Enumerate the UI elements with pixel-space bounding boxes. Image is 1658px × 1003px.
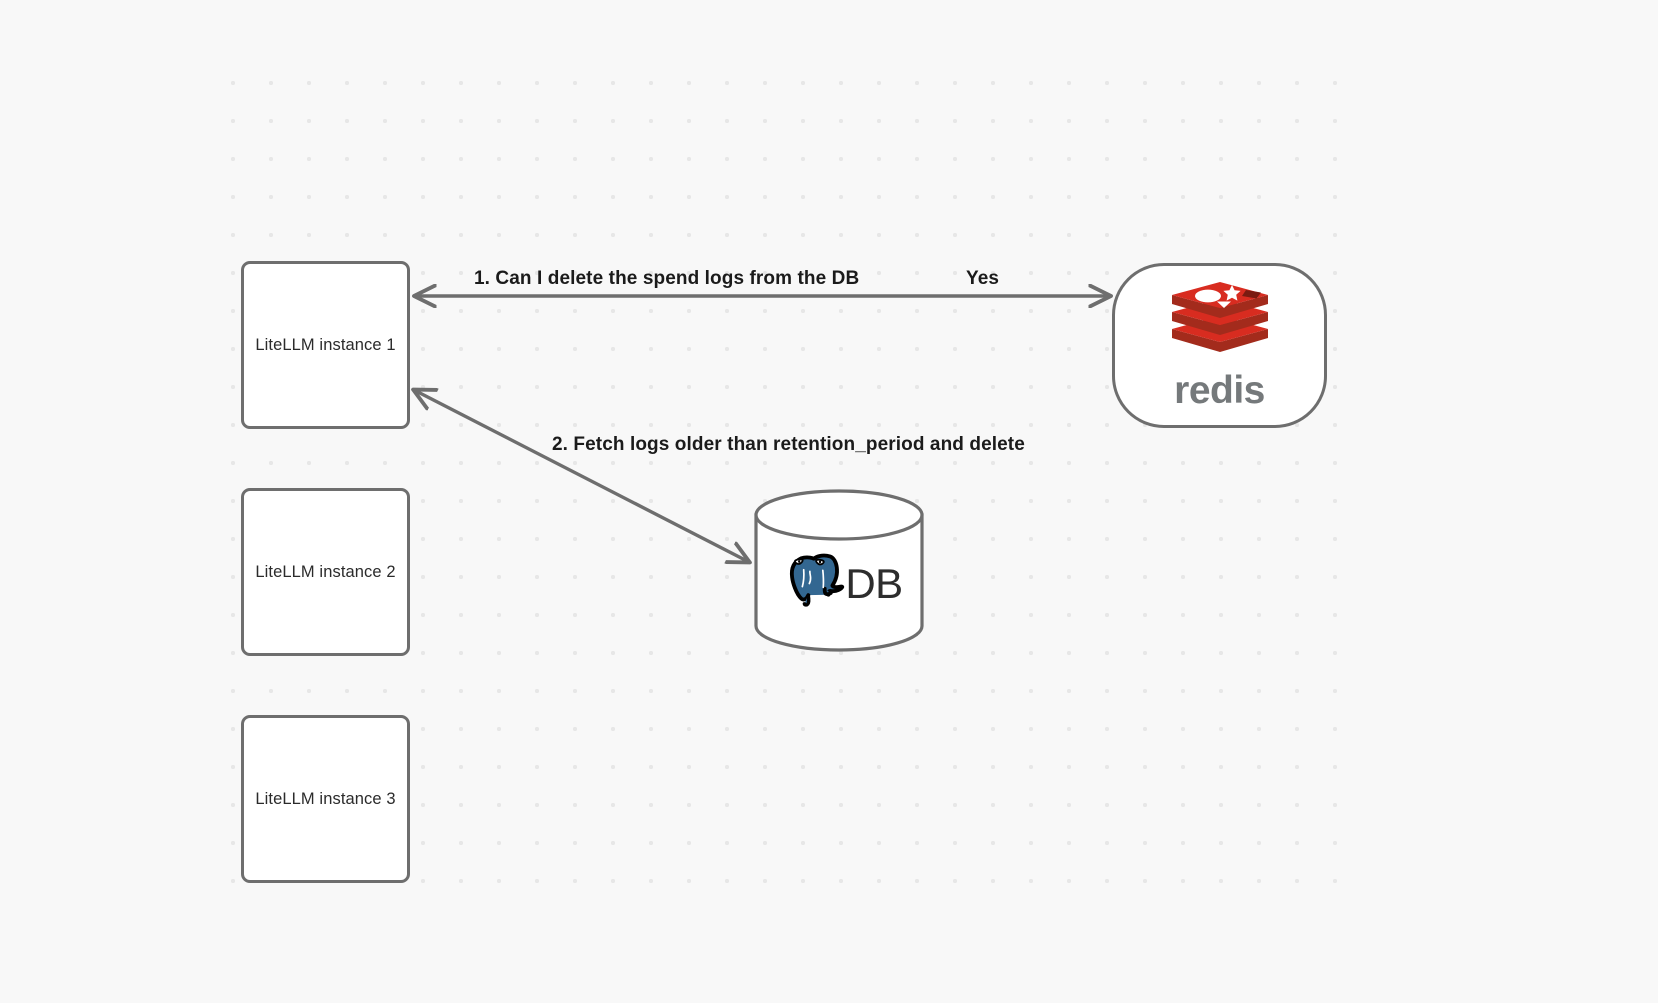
db-label: DB xyxy=(845,559,903,607)
node-litellm-instance-2[interactable]: LiteLLM instance 2 xyxy=(241,488,410,656)
edge-label-1-reply: Yes xyxy=(966,268,1000,289)
node-litellm-instance-1[interactable]: LiteLLM instance 1 xyxy=(241,261,410,429)
cylinder-shape xyxy=(754,489,924,652)
edge-label-1: 1. Can I delete the spend logs from the … xyxy=(474,268,860,289)
node-label: LiteLLM instance 2 xyxy=(255,562,396,581)
node-database[interactable]: DB xyxy=(753,489,925,652)
db-logo-group: DB xyxy=(753,489,925,652)
redis-logo-group: redis xyxy=(1168,280,1272,410)
node-litellm-instance-3[interactable]: LiteLLM instance 3 xyxy=(241,715,410,883)
edge-db-litellm1 xyxy=(414,390,749,562)
node-label: LiteLLM instance 3 xyxy=(255,789,396,808)
node-redis[interactable]: redis xyxy=(1112,263,1327,428)
redis-logo-icon xyxy=(1171,281,1268,352)
redis-wordmark: redis xyxy=(1174,368,1265,412)
postgresql-elephant-icon xyxy=(790,553,845,607)
edge-label-2: 2. Fetch logs older than retention_perio… xyxy=(552,434,1025,455)
node-label: LiteLLM instance 1 xyxy=(255,335,396,354)
